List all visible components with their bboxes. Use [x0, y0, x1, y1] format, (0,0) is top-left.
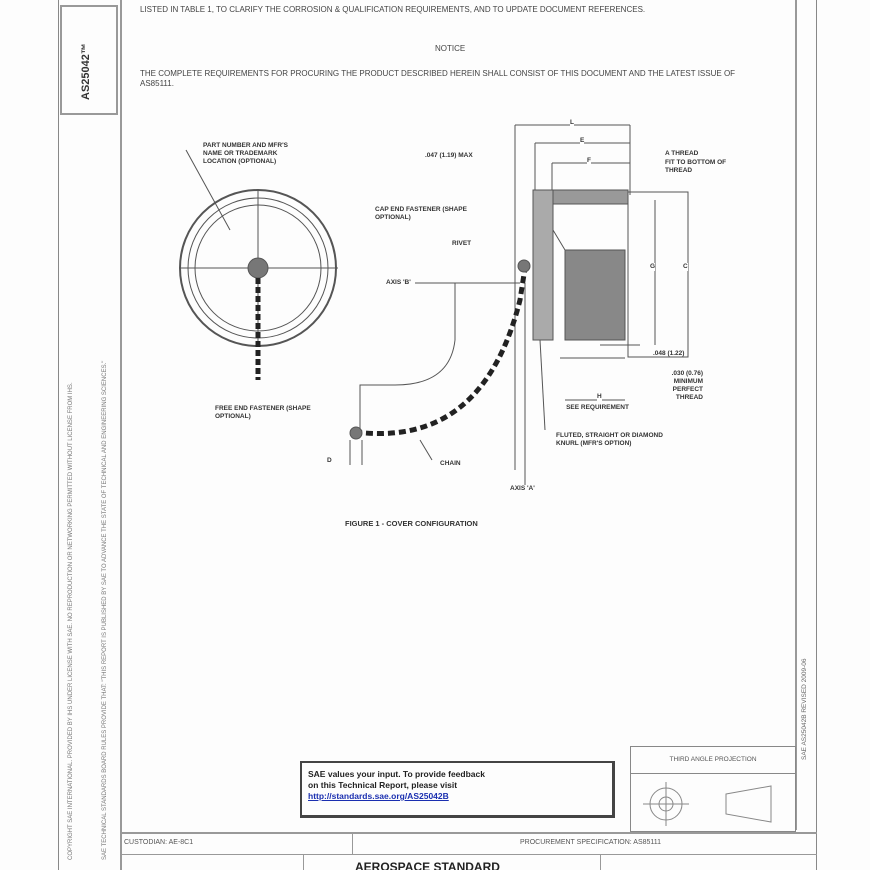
front-view	[179, 149, 338, 380]
custodian: CUSTODIAN: AE-8C1	[124, 839, 194, 846]
projection-label: THIRD ANGLE PROJECTION	[631, 747, 795, 774]
dim-l: L	[570, 119, 574, 127]
projection-symbol-icon	[643, 782, 772, 826]
thread-label: A THREAD	[665, 150, 699, 157]
side-view	[349, 124, 689, 485]
min-thread-label: .030 (0.76) MINIMUM PERFECT THREAD	[671, 370, 703, 401]
notice-text: THE COMPLETE REQUIREMENTS FOR PROCURING …	[140, 69, 736, 88]
see-requirement-label: SEE REQUIREMENT	[566, 404, 629, 411]
figure-caption: FIGURE 1 - COVER CONFIGURATION	[345, 519, 478, 528]
dim-048-label: .048 (1.22)	[653, 350, 685, 357]
dim-f: F	[587, 157, 591, 165]
max-dim-label: .047 (1.19) MAX	[425, 152, 473, 159]
rivet-label: RIVET	[452, 240, 472, 247]
side-id-box	[60, 5, 118, 115]
feedback-link[interactable]: http://standards.sae.org/AS25042B	[308, 791, 449, 801]
knurl-label: FLUTED, STRAIGHT OR DIAMOND KNURL (MFR'S…	[556, 432, 663, 447]
feedback-box: SAE values your input. To provide feedba…	[300, 761, 615, 818]
document-title: AEROSPACE STANDARD	[355, 860, 500, 870]
axis-b-label: AXIS 'B'	[386, 279, 411, 286]
axis-a-label: AXIS 'A'	[510, 485, 535, 492]
cap-fastener-label: CAP END FASTENER (SHAPE OPTIONAL)	[375, 206, 467, 221]
feedback-line-1: SAE values your input. To provide feedba…	[308, 769, 485, 779]
dim-e: E	[580, 137, 585, 145]
fit-label: FIT TO BOTTOM OF THREAD	[665, 159, 727, 174]
dim-c: C	[683, 263, 688, 271]
title-block: CUSTODIAN: AE-8C1 PROCUREMENT SPECIFICAT…	[120, 832, 817, 870]
intro-text: LISTED IN TABLE 1, TO CLARIFY THE CORROS…	[140, 5, 646, 14]
dim-g: G	[650, 263, 656, 271]
dim-d: D	[327, 457, 332, 464]
procurement-spec: PROCUREMENT SPECIFICATION: AS85111	[520, 839, 662, 846]
free-fastener-label: FREE END FASTENER (SHAPE OPTIONAL)	[215, 405, 311, 420]
feedback-line-2: on this Technical Report, please visit	[308, 780, 458, 790]
notice-heading: NOTICE	[435, 44, 466, 53]
projection-box: THIRD ANGLE PROJECTION	[630, 746, 796, 832]
part-number-label: PART NUMBER AND MFR'S NAME OR TRADEMARK …	[203, 142, 288, 165]
dim-h: H	[597, 393, 602, 401]
chain-label: CHAIN	[440, 460, 461, 467]
